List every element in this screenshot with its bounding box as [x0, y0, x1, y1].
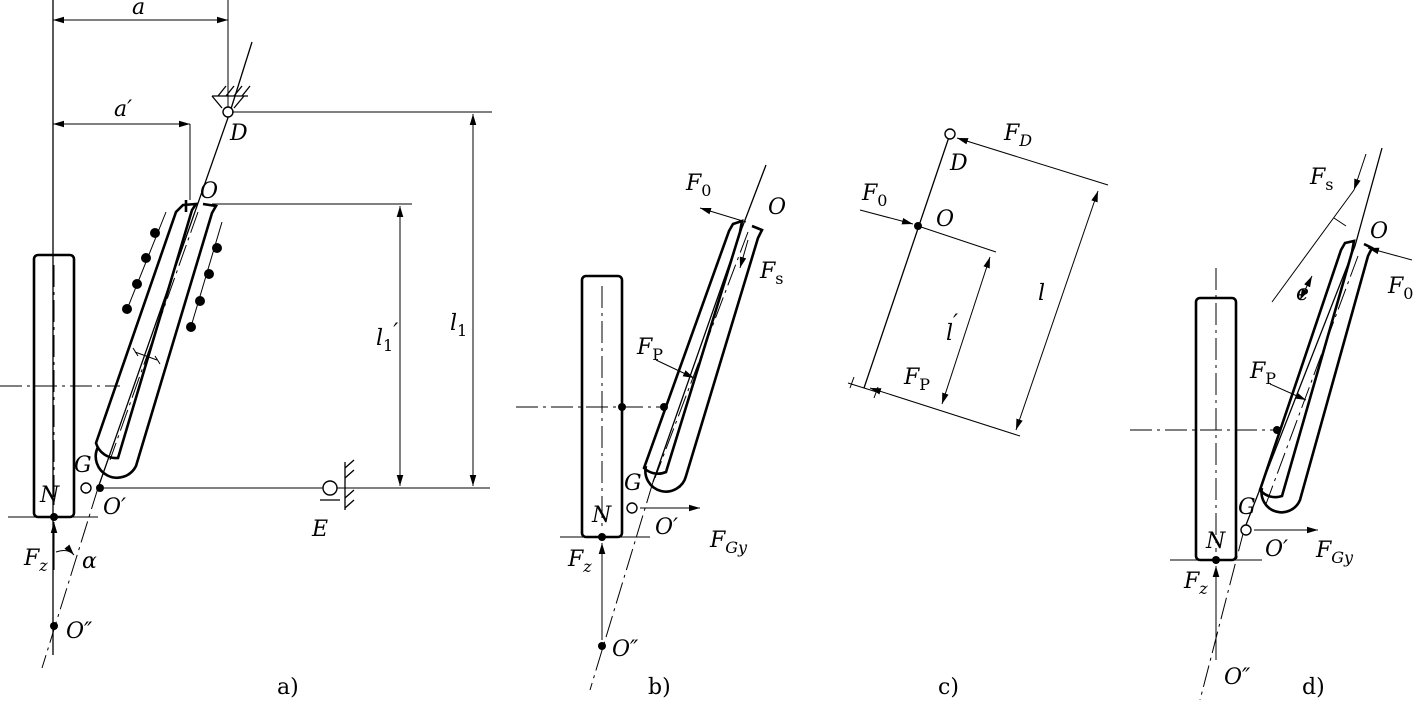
label-D: D [229, 121, 248, 146]
label-FP-b: FP [636, 335, 663, 364]
label-Fz-a: Fz [23, 546, 48, 575]
label-O-b: O [768, 195, 786, 220]
label-O-dprime-b: O″ [612, 637, 639, 662]
label-O-prime: O′ [103, 495, 126, 520]
label-F0-b: F0 [685, 171, 711, 200]
label-l-prime: l′ [946, 311, 958, 346]
caption-d: d) [1302, 675, 1325, 700]
point-D-c [944, 128, 956, 140]
label-O-prime-b: O′ [655, 515, 678, 540]
label-O-dprime-a: O″ [66, 619, 93, 644]
label-FD: FD [1003, 121, 1032, 150]
label-FGy-d: FGy [1315, 538, 1354, 567]
label-G-b: G [624, 471, 642, 496]
label-F0-c: F0 [861, 181, 887, 210]
label-a-prime: a′ [114, 97, 132, 122]
label-O-prime-d: O′ [1265, 537, 1288, 562]
point-E [322, 480, 338, 496]
label-N: N [39, 483, 60, 508]
spring-coils [122, 211, 223, 332]
panel-c: D FD F0 O FP l′ l c) [847, 121, 1109, 700]
panel-b: O F0 Fs FP G N O′ FGy Fz O″ b) [516, 164, 786, 700]
label-a: a [132, 0, 145, 20]
label-l1: l1 [450, 311, 467, 340]
label-l: l [1038, 281, 1045, 306]
label-G: G [74, 453, 92, 478]
label-G-d: G [1238, 495, 1256, 520]
panel-d: O Fs e F0 FP G N O′ FGy Fz O″ d) [1130, 147, 1413, 701]
label-O: O [200, 179, 218, 204]
label-alpha: α [82, 549, 97, 574]
panel-a: a a′ D l1 l1′ O [0, 0, 492, 700]
label-N-b: N [591, 503, 612, 528]
label-Fs-d: Fs [1309, 165, 1333, 194]
caption-a: a) [277, 675, 299, 700]
label-F0-d: F0 [1387, 274, 1413, 303]
label-Fz-d: Fz [1183, 569, 1208, 598]
label-N-d: N [1205, 529, 1226, 554]
label-O-dprime-d: O″ [1224, 665, 1251, 690]
point-D [222, 106, 234, 118]
label-FP-d: FP [1249, 359, 1276, 388]
label-FP-c: FP [903, 365, 930, 394]
label-FGy-b: FGy [709, 528, 748, 557]
label-Fs-b: Fs [759, 259, 783, 288]
label-D-c: D [949, 151, 968, 176]
label-E: E [311, 517, 328, 542]
label-O-c: O [936, 207, 954, 232]
caption-c: c) [938, 675, 959, 700]
label-l1-prime: l1′ [376, 320, 398, 355]
label-e: e [1296, 281, 1309, 306]
caption-b: b) [648, 675, 671, 700]
label-Fz-b: Fz [567, 547, 592, 576]
label-O-d: O [1370, 219, 1388, 244]
